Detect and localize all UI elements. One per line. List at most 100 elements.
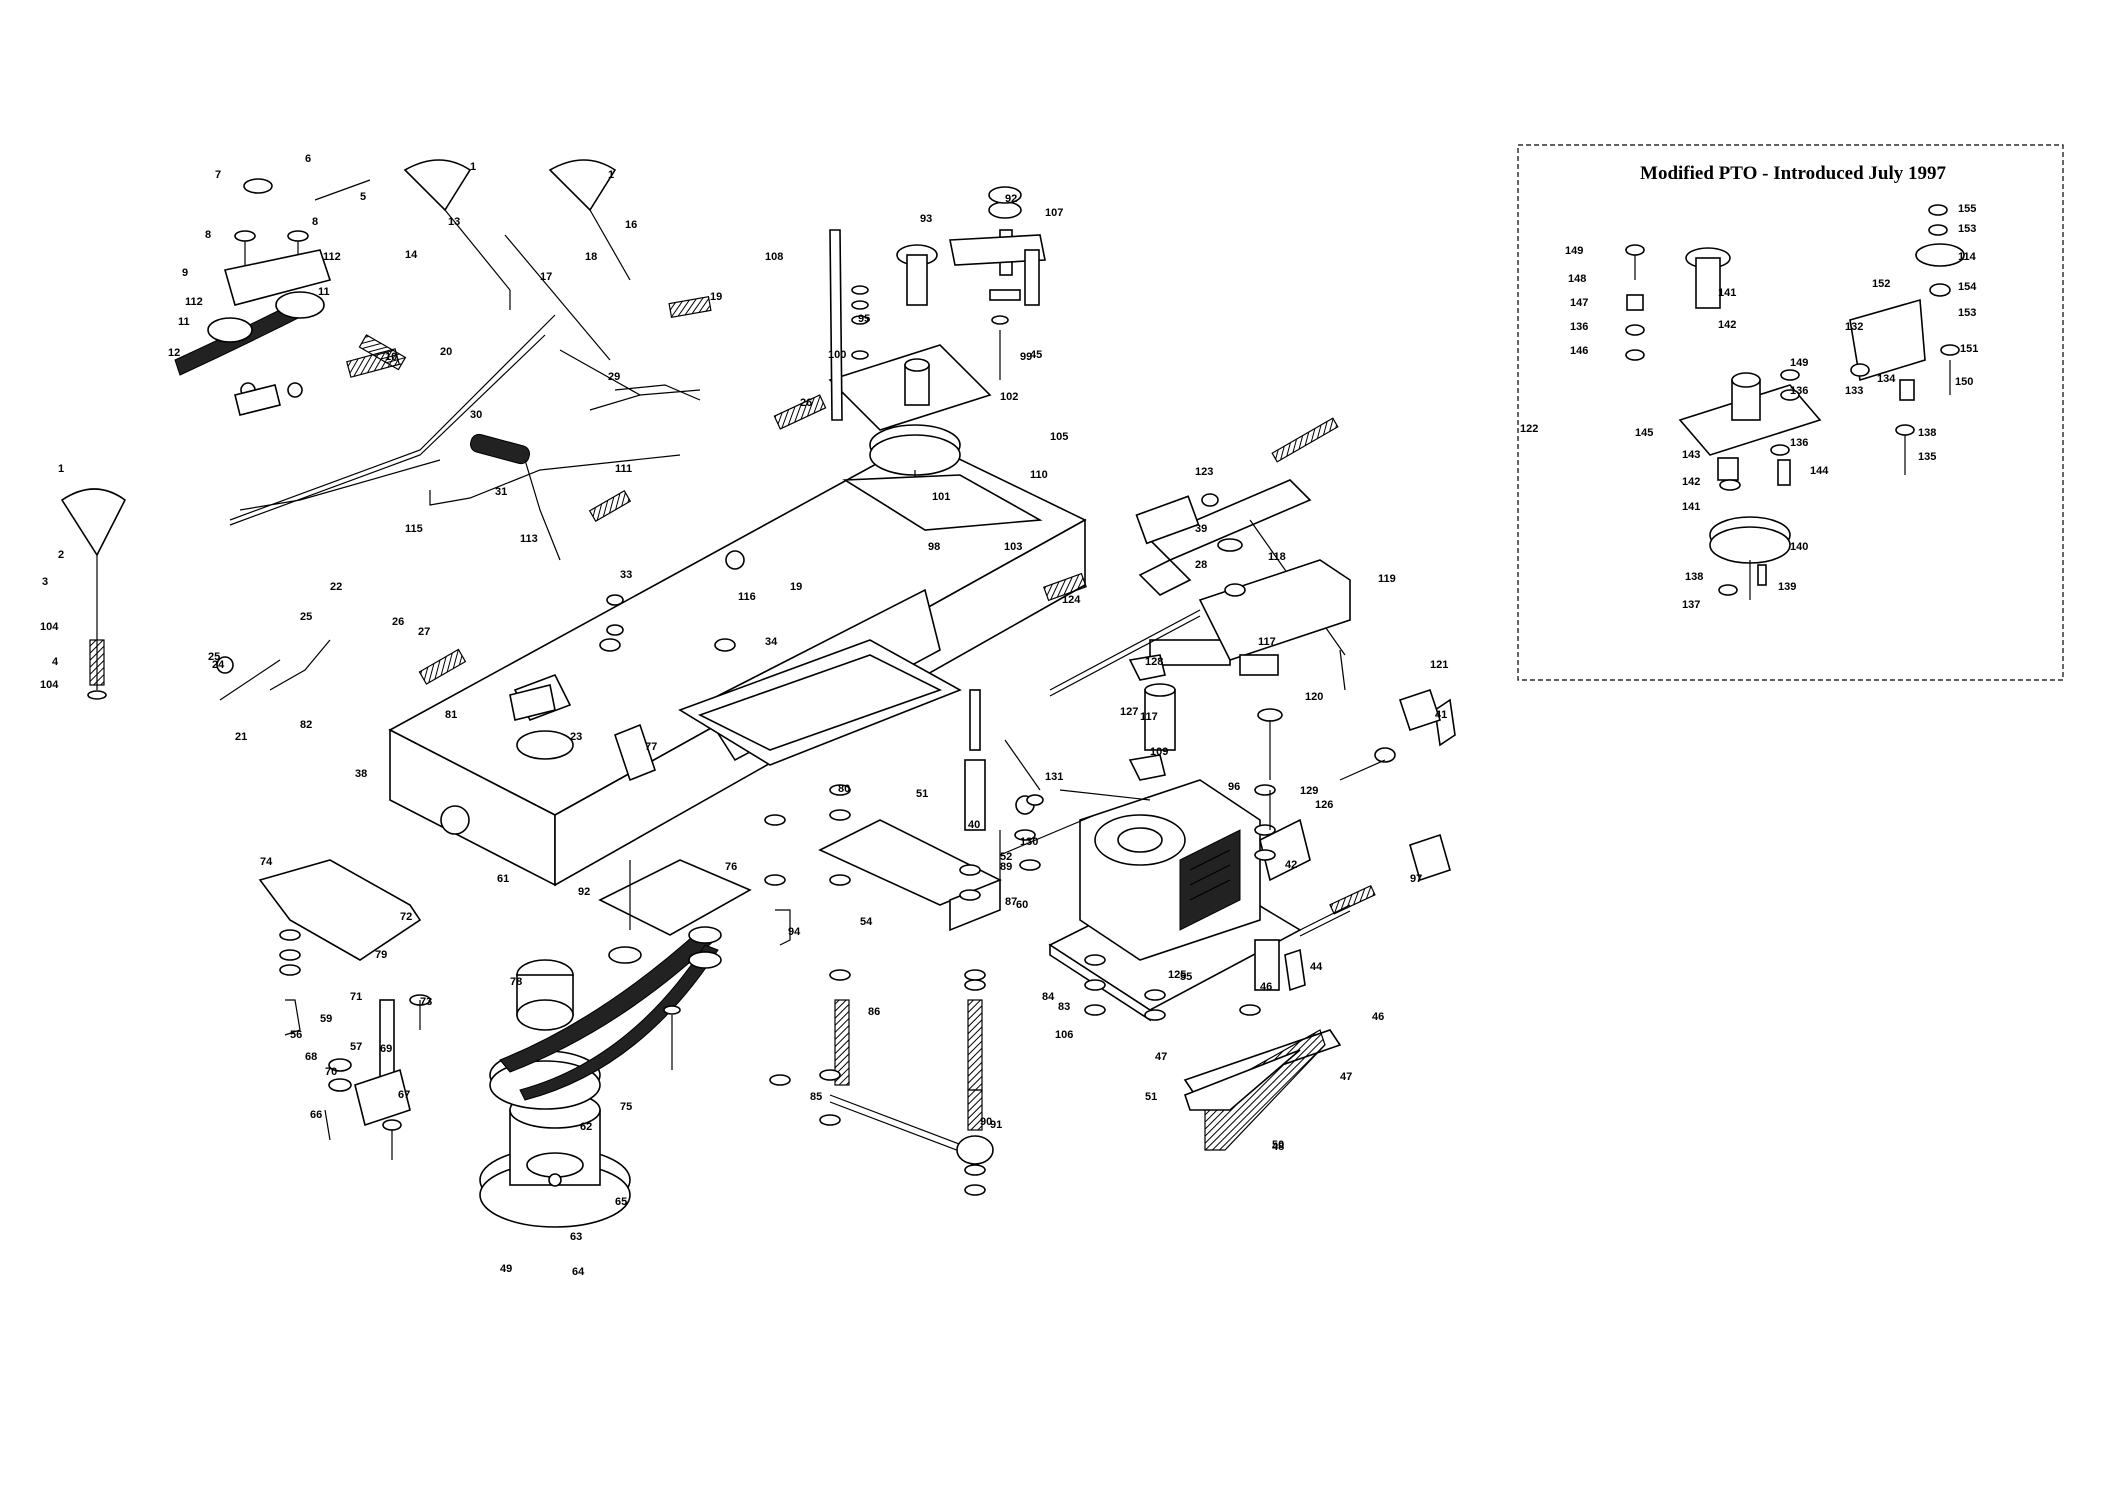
inset-callouts: 1551531141541531511501491411421481471361… <box>1565 203 1978 611</box>
transaxle <box>999 779 1376 1022</box>
callout-label: 33 <box>620 569 632 581</box>
callout-label: 92 <box>1005 193 1017 205</box>
handle-grip <box>469 433 561 561</box>
callout-label: 111 <box>615 463 632 475</box>
inset-callout-label: 114 <box>1958 251 1977 263</box>
callout-label: 40 <box>968 819 980 831</box>
callout-label: 8 <box>312 216 318 228</box>
callout-label: 46 <box>1372 1011 1384 1023</box>
callout-label: 100 <box>828 349 846 361</box>
brake-linkage <box>764 689 1002 1165</box>
callout-label: 77 <box>645 741 657 753</box>
callout-label: 107 <box>1045 207 1063 219</box>
callout-label: 108 <box>765 251 783 263</box>
callout-label: 104 <box>40 679 59 691</box>
callout-label: 90 <box>980 1116 992 1128</box>
pto-bracket <box>1198 559 1456 747</box>
callout-label: 76 <box>725 861 737 873</box>
pto-pulley-assembly <box>828 186 1046 531</box>
callout-label: 96 <box>1228 781 1240 793</box>
callout-label: 106 <box>1055 1029 1073 1041</box>
callout-label: 8 <box>205 229 211 241</box>
callout-label: 61 <box>497 873 509 885</box>
callout-label: 30 <box>470 409 482 421</box>
callout-label: 115 <box>405 523 423 535</box>
callout-label: 41 <box>1435 709 1447 721</box>
inset-title: Modified PTO - Introduced July 1997 <box>1640 163 1946 184</box>
inset-callout-label: 138 <box>1685 571 1703 583</box>
inset-callout-label: 150 <box>1955 376 1973 388</box>
rear-guard <box>1183 1029 1342 1151</box>
inset-callout-label: 146 <box>1570 345 1588 357</box>
callout-label: 97 <box>1410 873 1422 885</box>
inset-panel: Modified PTO - Introduced July 1997 <box>1517 144 2064 681</box>
callout-label: 122 <box>1520 423 1538 435</box>
rear-shaft <box>1049 479 1346 697</box>
callout-label: 20 <box>440 346 452 358</box>
inset-callout-label: 136 <box>1790 385 1808 397</box>
callout-label: 19 <box>710 291 722 303</box>
inset-callout-label: 141 <box>1718 287 1736 299</box>
callout-label: 45 <box>1030 349 1042 361</box>
callout-label: 105 <box>1050 431 1068 443</box>
callout-label: 70 <box>325 1066 337 1078</box>
callout-label: 48 <box>1272 1141 1284 1153</box>
callout-label: 84 <box>1042 991 1055 1003</box>
callout-label: 55 <box>1180 971 1192 983</box>
callout-label: 64 <box>572 1266 585 1278</box>
callout-label: 25 <box>300 611 312 623</box>
callout-label: 12 <box>168 347 180 359</box>
callout-label: 60 <box>1016 899 1028 911</box>
callout-label: 123 <box>1195 466 1213 478</box>
inset-callout-label: 140 <box>1790 541 1808 553</box>
inset-callout-label: 144 <box>1810 465 1829 477</box>
control-rods <box>219 234 701 701</box>
callout-label: 127 <box>1120 706 1138 718</box>
callout-label: 83 <box>1058 1001 1070 1013</box>
callout-label: 118 <box>1268 551 1286 563</box>
callout-label: 3 <box>42 576 48 588</box>
footrest-plate <box>678 639 962 766</box>
inset-callout-label: 142 <box>1682 476 1700 488</box>
steering-control-assembly <box>174 178 400 416</box>
callout-label: 25 <box>208 651 220 663</box>
hardware-misc <box>216 550 1451 1196</box>
callout-label: 101 <box>932 491 950 503</box>
inset-callout-label: 142 <box>1718 319 1736 331</box>
inset-callout-label: 149 <box>1790 357 1808 369</box>
callout-label: 112 <box>185 296 203 308</box>
inset-callout-label: 152 <box>1872 278 1890 290</box>
inset-callout-label: 135 <box>1918 451 1936 463</box>
callout-label: 22 <box>330 581 342 593</box>
callout-label: 109 <box>1150 746 1168 758</box>
callout-label: 72 <box>400 911 412 923</box>
callout-label: 14 <box>405 249 418 261</box>
callout-label: 129 <box>1300 785 1318 797</box>
inset-callout-label: 153 <box>1958 223 1976 235</box>
callout-label: 51 <box>1145 1091 1157 1103</box>
callout-label: 117 <box>1140 711 1158 723</box>
inset-callout-label: 134 <box>1877 373 1896 385</box>
callout-label: 27 <box>418 626 430 638</box>
callout-label: 31 <box>495 486 507 498</box>
callout-label: 93 <box>920 213 932 225</box>
callout-label: 119 <box>1378 573 1396 585</box>
callout-label: 28 <box>1195 559 1207 571</box>
callout-label: 38 <box>355 768 367 780</box>
callout-label: 7 <box>215 169 221 181</box>
callout-label: 67 <box>398 1089 410 1101</box>
inset-callout-label: 145 <box>1635 427 1653 439</box>
callout-label: 128 <box>1145 656 1163 668</box>
clutch-plate <box>598 859 752 1070</box>
callout-label: 29 <box>608 371 620 383</box>
callout-label: 24 <box>212 659 225 671</box>
callout-label: 80 <box>838 783 850 795</box>
inset-callout-label: 141 <box>1682 501 1700 513</box>
callout-label: 89 <box>1000 861 1012 873</box>
inset-callout-label: 132 <box>1845 321 1863 333</box>
callout-label: 16 <box>625 219 637 231</box>
callout-label: 103 <box>1004 541 1022 553</box>
callout-label: 21 <box>235 731 247 743</box>
callout-label: 124 <box>1062 594 1081 606</box>
callout-label: 130 <box>1020 836 1038 848</box>
